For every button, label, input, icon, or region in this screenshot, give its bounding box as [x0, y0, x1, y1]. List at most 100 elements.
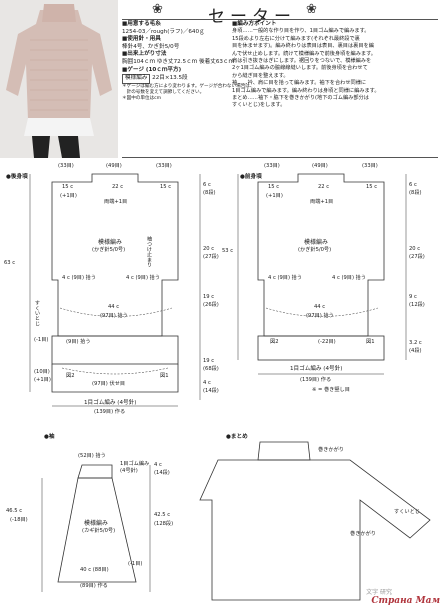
front-right-dim: (12段) — [409, 302, 425, 308]
gauge-label: ■ゲージ (10ｃｍ平方) — [122, 66, 182, 73]
back-right-dim: 6 c — [203, 182, 211, 188]
back-right-dim: 19 c — [203, 294, 215, 300]
sleeve-top-dim: 1目ゴム編み — [120, 461, 150, 467]
front-total-st: (139目) 作る — [300, 377, 332, 383]
points-title: ■編み方ポイント — [232, 21, 277, 27]
front-pickup-right: 4 c (9目) 拾う — [332, 275, 367, 281]
sleeve-pattern-label: 模様編み — [84, 520, 109, 527]
back-kakari-label: すくいとじ — [34, 300, 40, 326]
back-top-st-right: (33目) — [156, 163, 172, 169]
pattern-diagrams — [29, 173, 431, 601]
points-line: すくいとじ)をします。 — [232, 102, 286, 109]
back-width-st: (97目) 拾う — [100, 313, 128, 319]
back-right-dim: (68段) — [203, 366, 219, 372]
sleeve-left-rows: (-18目) — [10, 517, 28, 523]
materials-section: ■用意する毛糸 1254-03／rough(ラフ)／640ｇ ■使用針・用具 棒… — [122, 21, 255, 102]
back-pickup-left: 4 c (9目) 拾う — [62, 275, 97, 281]
flower-ornament-right: ❀ — [306, 2, 317, 17]
back-neck-note: 両端+1目 — [104, 199, 128, 205]
back-right-dim: (27段) — [203, 254, 219, 260]
back-hook-label: (かぎ針5/0号) — [92, 247, 126, 253]
flower-ornament-left: ❀ — [152, 2, 163, 17]
front-top-cm-mid: 22 c — [318, 184, 330, 190]
back-width: 44 c — [108, 304, 120, 310]
finish-label-2: すくいとじ — [394, 509, 420, 515]
front-shoulder: (+1目) — [266, 193, 283, 199]
back-top-cm-mid: 22 c — [112, 184, 124, 190]
points-line: から縫ぎ目を整えます。 — [232, 72, 289, 79]
back-left-row: (10目) — [34, 369, 50, 375]
back-top-cm-left: 15 c — [62, 184, 74, 190]
front-top-st-left: (33目) — [264, 163, 280, 169]
yarn-value: 1254-03／rough(ラフ)／640ｇ — [122, 28, 205, 35]
back-total-st: (139目) 作る — [94, 409, 126, 415]
back-right-dim: 4 c — [203, 380, 211, 386]
header-divider — [122, 19, 438, 20]
unit-note: ＊図中の単位はcm — [122, 95, 162, 101]
back-left-row: (-1目) — [34, 337, 49, 343]
sleeve-left-total: 46.5 c — [6, 508, 23, 514]
back-right-dim: (14段) — [203, 388, 219, 394]
front-right-dim: 9 c — [409, 294, 417, 300]
back-rib-diagram-1: 図1 — [160, 373, 169, 379]
sleeve-right-rows: (128段) — [154, 521, 174, 527]
front-top-st-right: (33目) — [362, 163, 378, 169]
front-right-dim: 3.2 c — [409, 340, 422, 346]
back-top-st-mid: (49目) — [106, 163, 122, 169]
back-left-total: 63 c — [4, 260, 16, 266]
points-line: 肩は引き抜きはぎにします。裾回りをつないで、模様編みを — [232, 58, 372, 65]
front-body-title: ●前身頃 — [240, 174, 262, 180]
sleeve-right-total: 42.5 c — [154, 512, 171, 518]
front-width: 44 c — [314, 304, 326, 310]
gauge-pattern: 模様編み — [122, 74, 151, 84]
back-cast: (97目) 伏せ目 — [92, 381, 126, 387]
back-left-row: (+1目) — [34, 377, 51, 383]
points-line: 2ヶ1目ゴム編みの脇線線縫いします。前後身頃を合わせて — [232, 65, 368, 72]
points-line: 1目ゴム編みで編みます。編み終わりは身頃と同様に編みます。 — [232, 87, 380, 94]
sleeve-top-row: (14段) — [154, 470, 170, 476]
front-pattern-label: 模様編み — [304, 239, 329, 246]
front-ribbing: 1目ゴム編み (4号針) — [290, 366, 343, 372]
points-line: んで伏せ止めします。続けて模様編みで前後身頃を編みます。 — [232, 50, 376, 57]
front-rib-diagram-2: 図2 — [270, 339, 279, 345]
back-right-dim: 20 c — [203, 246, 215, 252]
watermark-brand: Страна Мам — [371, 596, 440, 606]
knitting-points-section: ■編み方ポイント 身頃……一般的な作り目を作り、1目ゴム編みで編みます。 15段… — [232, 21, 440, 110]
finish-title: ●まとめ — [226, 434, 248, 440]
back-ribbing: 1目ゴム編み (4号針) — [84, 400, 137, 406]
sweater-photo — [0, 0, 118, 158]
gauge-note-2: 針の号数を変えて調節してください。 — [122, 89, 205, 95]
points-line: 目を休ませます)。編み終わりは表目は表目、裏目は裏目を編 — [232, 43, 374, 50]
yarn-label: ■用意する毛糸 — [122, 21, 161, 27]
front-top-st-mid: (49目) — [312, 163, 328, 169]
back-right-dim: (8段) — [203, 190, 216, 196]
back-top-cm-right: 15 c — [160, 184, 172, 190]
front-cast: (-22目) — [318, 339, 336, 345]
section-divider — [122, 157, 438, 158]
tools-value: 棒針4号、かぎ針5/0号 — [122, 43, 180, 50]
back-right-dim: (26段) — [203, 302, 219, 308]
front-top-cm-right: 15 c — [366, 184, 378, 190]
back-body-title: ●後身頃 — [6, 174, 28, 180]
back-shoulder: (+1目) — [60, 193, 77, 199]
points-line: まとめ……袖下・脇下を巻きかがり(地下のゴム編み部分は — [232, 95, 369, 102]
front-right-dim: 20 c — [409, 246, 421, 252]
sleeve-bottom-2: (89目) 作る — [80, 583, 108, 589]
front-fold-note: ※ = 巻き竪し目 — [312, 387, 350, 393]
sleeve-hook-label: (カギ針5/0号) — [82, 528, 116, 534]
sleeve-side: (-1目) — [128, 561, 143, 567]
points-line: 袖……衿、肩に目を拾って編みます。袖下を合わせ同様に — [232, 80, 367, 87]
back-rows-9: (9目) 拾う — [66, 339, 91, 345]
gauge-value: 22目×13.5段 — [152, 75, 188, 82]
gauge-note-1: ＊ゲージは編む方により変わります。ゲージが合わない場合は、 — [122, 83, 255, 89]
tools-label: ■使用針・用具 — [122, 36, 161, 43]
front-width-st: (97目) 拾う — [306, 313, 334, 319]
sleeve-top-row: 4 c — [154, 462, 162, 468]
sleeve-top: (52目) 拾う — [78, 453, 106, 459]
size-value: 胸囲104ｃｍ ゆき丈72.5ｃｍ 後着丈63ｃｍ — [122, 58, 235, 65]
front-pickup-left: 4 c (9目) 拾う — [268, 275, 303, 281]
sleeve-bottom: 40 c (88目) — [80, 567, 109, 573]
front-right-dim: (8段) — [409, 190, 422, 196]
back-right-dim: 19 c — [203, 358, 215, 364]
front-right-dim: (27段) — [409, 254, 425, 260]
